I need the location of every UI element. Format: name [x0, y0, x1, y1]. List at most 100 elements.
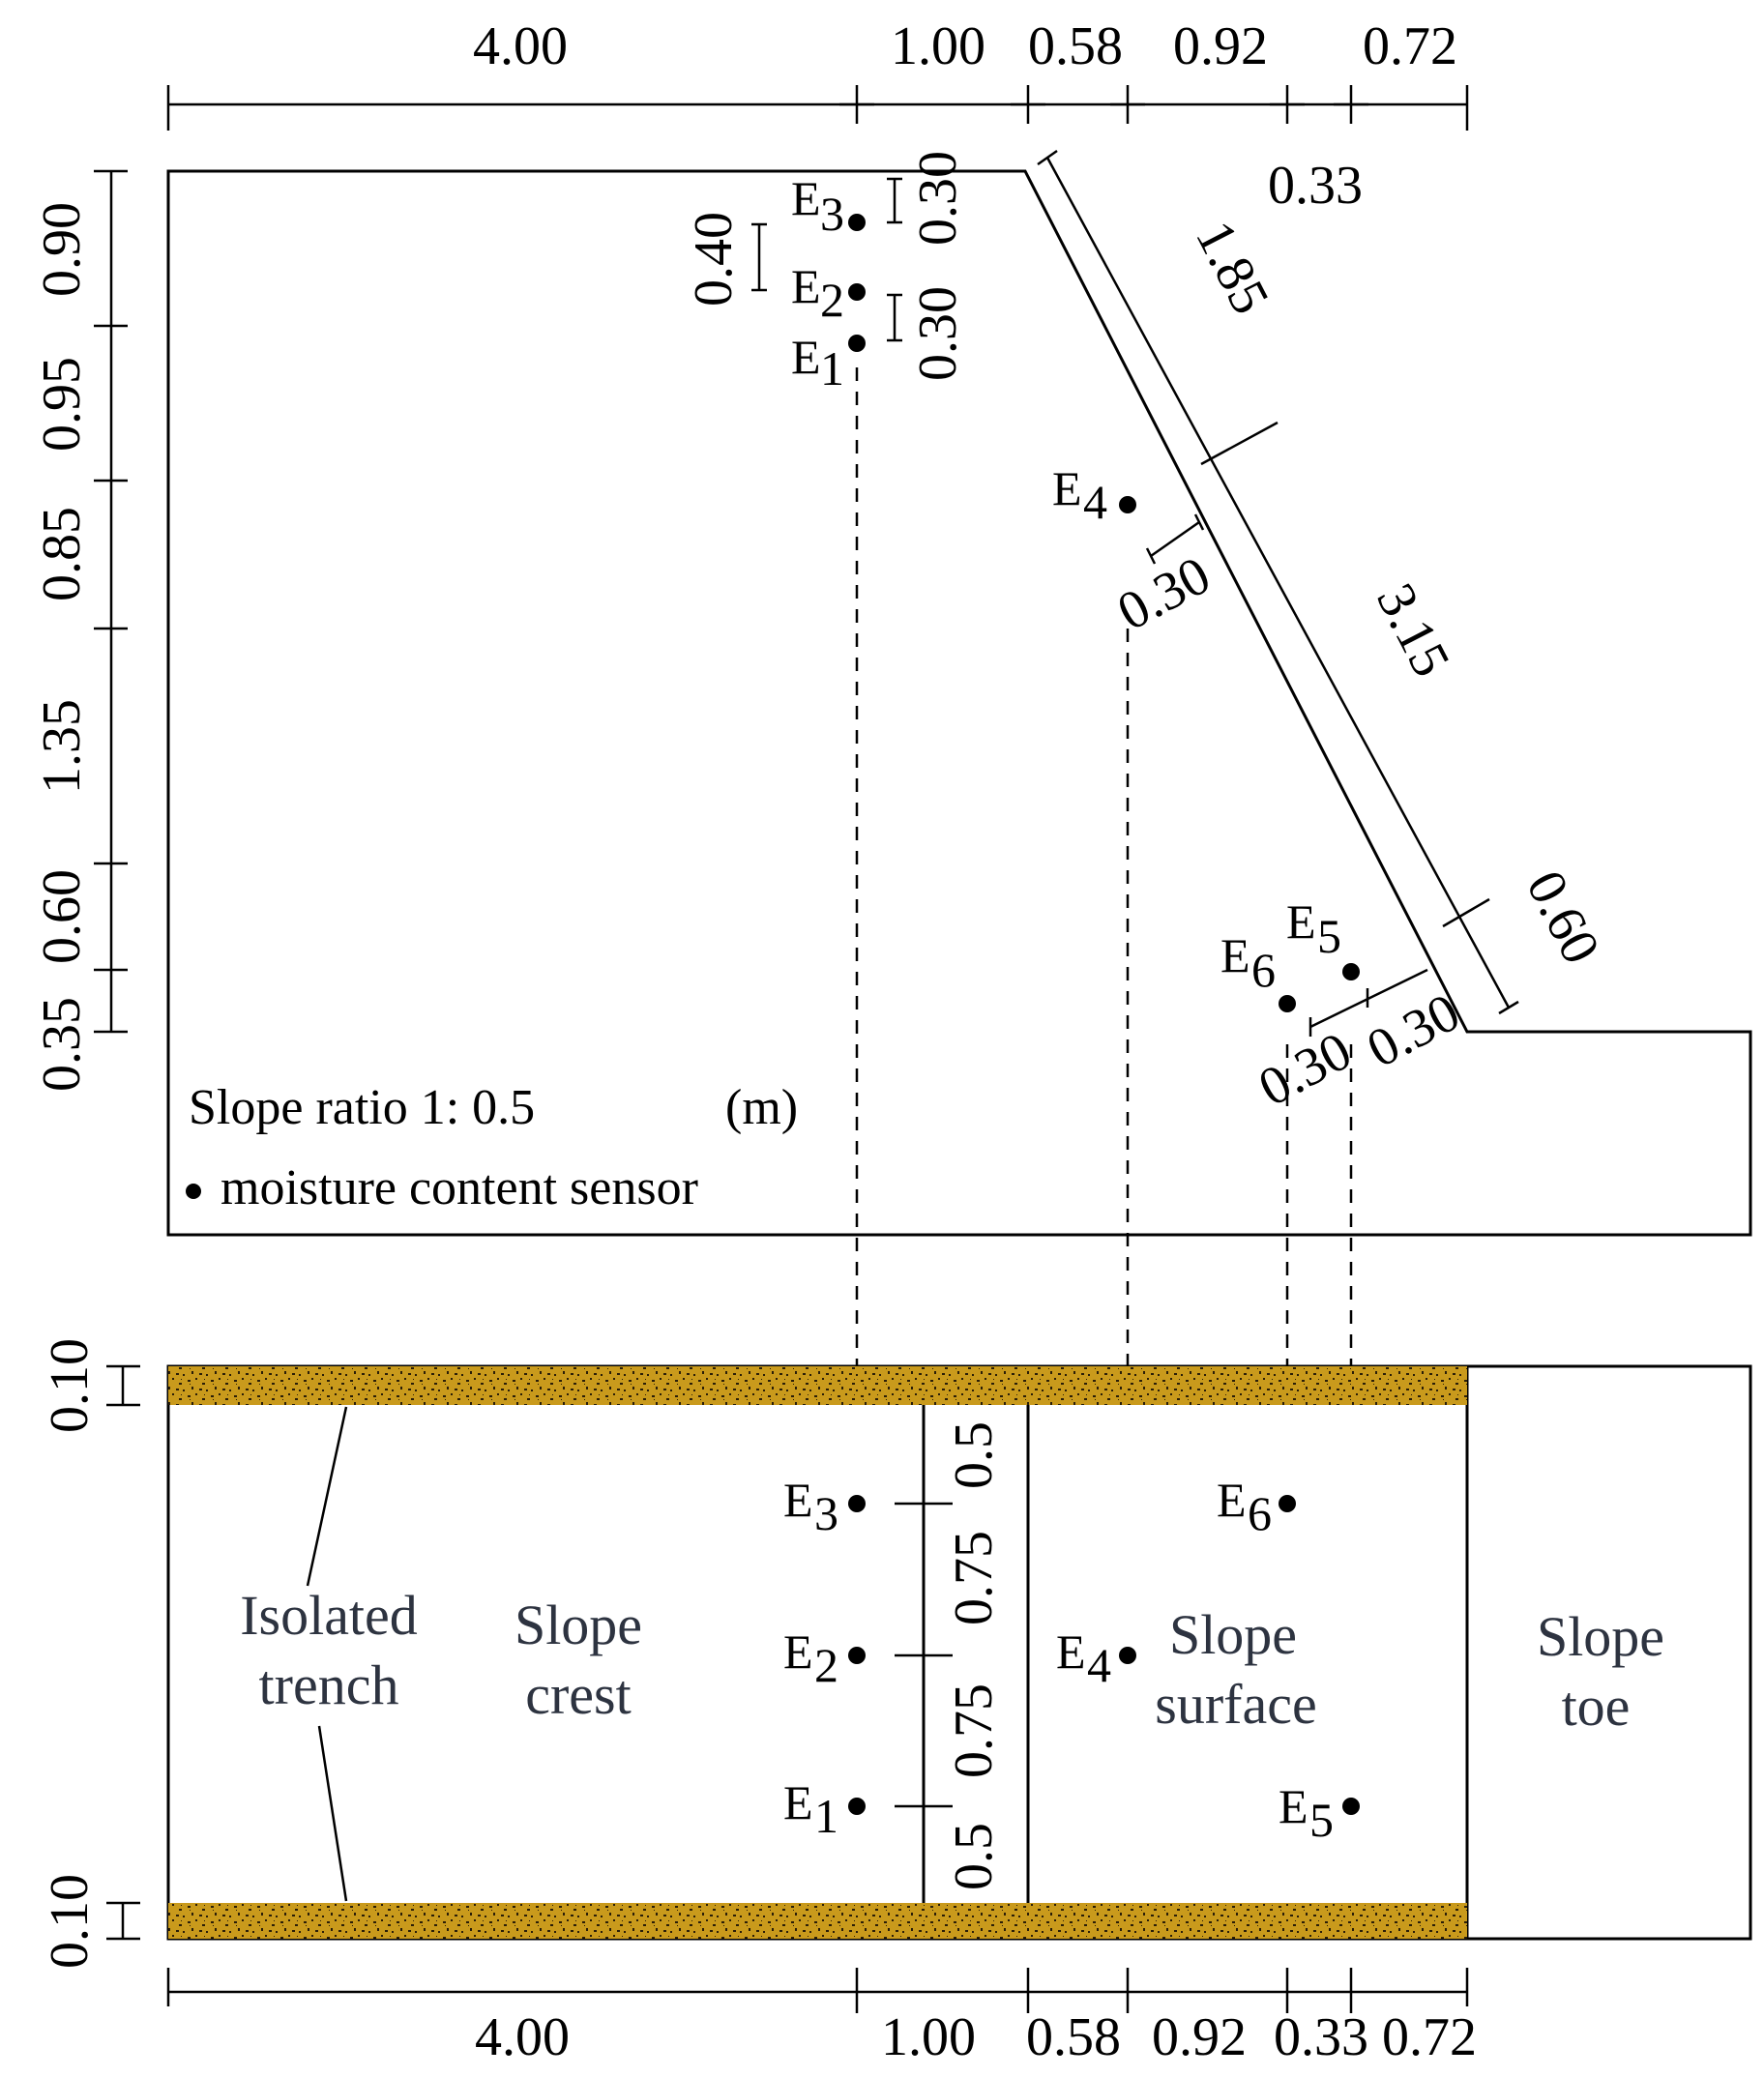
bottom-dim-label: 0.33 — [1274, 2007, 1368, 2067]
sensor-dot — [1279, 995, 1296, 1012]
sensor-e2-plan: E 2 — [783, 1624, 866, 1692]
left-dim-label: 0.35 — [32, 997, 92, 1092]
sensor-dot — [848, 283, 866, 301]
top-dim-label: 4.00 — [473, 16, 568, 76]
sensor-dot — [1342, 963, 1360, 980]
sensor-e6-section: E 6 — [1220, 928, 1296, 1012]
sensor-label-letter: E — [1286, 894, 1316, 949]
sensor-label-sub: 5 — [1309, 1793, 1334, 1847]
slope-dim-upper: 1.85 — [1184, 212, 1280, 324]
sensor-dot — [848, 1495, 866, 1512]
legend-sensor-dot — [186, 1184, 201, 1199]
legend-slope-ratio: Slope ratio 1: 0.5 — [189, 1080, 535, 1135]
slope-dim-lower: 3.15 — [1365, 574, 1461, 687]
sensor-label-sub: 1 — [820, 341, 844, 395]
sensor-label-letter: E — [1056, 1624, 1086, 1679]
sensor-e4-section: E 4 — [1052, 461, 1136, 529]
sensor-spacing-dims: 0.30 0.40 0.30 — [684, 151, 968, 381]
left-dimension-chain: 0.90 0.95 0.85 1.35 0.60 0.35 — [32, 169, 128, 1092]
sensor-label-letter: E — [791, 259, 821, 313]
sensor-label-sub: 5 — [1317, 909, 1341, 963]
top-dim-ticks — [166, 85, 1469, 131]
sensor-label-sub: 2 — [820, 273, 844, 327]
slope-dim-toe: 0.60 — [1514, 862, 1611, 974]
region-trench-line2: trench — [259, 1653, 399, 1716]
plan-spacing-label: 0.75 — [944, 1683, 1004, 1778]
sensor-label-letter: E — [783, 1473, 813, 1527]
sensor-label-sub: 4 — [1083, 475, 1107, 529]
plan-spacing-ticks — [895, 1502, 953, 1808]
bottom-dim-label: 4.00 — [475, 2007, 570, 2067]
bottom-dim-label: 0.72 — [1382, 2007, 1477, 2067]
sensor-e4-plan: E 4 — [1056, 1624, 1136, 1692]
sensor-dot — [1119, 1647, 1136, 1664]
spacing-e2-e1: 0.30 — [908, 286, 968, 381]
isolated-trench-top — [168, 1366, 1467, 1405]
sensor-e6-plan: E 6 — [1217, 1473, 1296, 1540]
slope-section-view: 1.85 3.15 0.60 0.30 0.30 0.30 0.90 0.95 … — [32, 149, 1752, 1237]
sensor-dot — [1342, 1798, 1360, 1815]
top-dim-label: 0.92 — [1173, 16, 1268, 76]
trench-leader-top — [306, 1406, 348, 1587]
sensor-label-letter: E — [1217, 1473, 1247, 1527]
sensor-label-sub: 3 — [820, 187, 844, 241]
isolated-trench-bottom — [168, 1903, 1467, 1939]
bottom-dim-label: 0.92 — [1152, 2007, 1247, 2067]
spacing-e3-top: 0.30 — [908, 151, 968, 246]
trench-width-bottom: 0.10 — [40, 1874, 100, 1969]
spacing-e3-e2: 0.40 — [684, 212, 744, 307]
trench-leader-bottom — [317, 1725, 348, 1902]
sensor-label-letter: E — [791, 330, 821, 384]
sensor-label-letter: E — [1052, 461, 1082, 515]
plan-view: 0.5 0.75 0.75 0.5 0.10 0.10 Isolated tre… — [40, 1338, 1752, 1969]
top-dim-label: 1.00 — [891, 16, 985, 76]
e4-offset-label: 0.30 — [1108, 545, 1220, 643]
left-dim-label: 0.95 — [32, 357, 92, 452]
e4-offset-line — [1150, 520, 1200, 558]
sensor-label-letter: E — [783, 1775, 813, 1829]
top-dim-extra-label: 0.33 — [1268, 156, 1363, 216]
sensor-label-sub: 2 — [814, 1638, 838, 1692]
region-crest-line2: crest — [525, 1663, 632, 1726]
sensor-label-letter: E — [1220, 928, 1250, 982]
sensor-e1-section: E 1 — [791, 330, 866, 395]
plan-outline — [166, 1364, 1469, 1941]
top-dim-label: 0.72 — [1363, 16, 1457, 76]
left-dim-label: 0.85 — [32, 507, 92, 601]
sensor-label-sub: 6 — [1248, 1486, 1272, 1540]
sensor-e3-section: E 3 — [791, 171, 866, 241]
sensor-dot — [848, 1647, 866, 1664]
plan-toe-zone — [1465, 1364, 1752, 1941]
sensor-e1-plan: E 1 — [783, 1775, 866, 1843]
legend-unit: (m) — [725, 1080, 798, 1135]
sensor-e2-section: E 2 — [791, 259, 866, 327]
region-toe-line2: toe — [1562, 1675, 1631, 1738]
left-dim-label: 0.90 — [32, 202, 92, 297]
sensor-label-sub: 4 — [1087, 1638, 1111, 1692]
bottom-dim-label: 1.00 — [881, 2007, 976, 2067]
sensor-dot — [1279, 1495, 1296, 1512]
plan-spacing-label: 0.5 — [944, 1823, 1004, 1890]
sensor-e3-plan: E 3 — [783, 1473, 866, 1540]
sensor-label-sub: 6 — [1251, 943, 1276, 997]
left-dim-label: 1.35 — [32, 699, 92, 794]
e6-offset-label: 0.30 — [1250, 1021, 1362, 1119]
slope-dim-ticks — [1037, 149, 1519, 1015]
left-dim-label: 0.60 — [32, 869, 92, 964]
legend-sensor-label: moisture content sensor — [220, 1160, 698, 1215]
plan-spacing-label: 0.75 — [944, 1531, 1004, 1625]
region-surface-line2: surface — [1155, 1673, 1316, 1736]
region-crest-line1: Slope — [514, 1594, 642, 1656]
sensor-e5-plan: E 5 — [1279, 1779, 1360, 1847]
top-dim-label: 0.58 — [1028, 16, 1123, 76]
slope-outline — [166, 169, 1752, 1237]
top-dimension-chain: 4.00 1.00 0.58 0.92 0.72 0.33 — [166, 16, 1469, 216]
sensor-dot — [848, 214, 866, 231]
sensor-label-sub: 1 — [814, 1789, 838, 1843]
plan-spacing-label: 0.5 — [944, 1421, 1004, 1489]
surface-layer-line — [1045, 157, 1511, 1009]
sensor-dot — [1119, 496, 1136, 513]
region-toe-line1: Slope — [1537, 1605, 1664, 1668]
sensor-dot — [848, 1798, 866, 1815]
